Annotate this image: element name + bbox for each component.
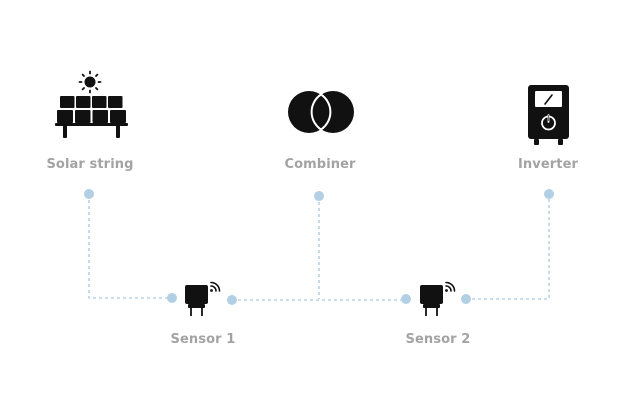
dot-sensor1-left — [167, 293, 177, 303]
solar-string-label: Solar string — [46, 157, 134, 172]
sensor-1-icon — [185, 281, 221, 316]
dot-sensor2-right — [461, 294, 471, 304]
wifi-icon — [210, 281, 221, 292]
wifi-icon — [445, 281, 456, 292]
dot-sensor1-right — [227, 295, 237, 305]
connector-solar-to-sensor1 — [88, 194, 172, 299]
connectors — [88, 194, 550, 301]
combiner-label: Combiner — [284, 157, 356, 172]
dot-inverter — [544, 189, 554, 199]
sensor-1-label: Sensor 1 — [170, 332, 236, 347]
inverter-label: Inverter — [517, 157, 579, 172]
dot-sensor2-left — [401, 294, 411, 304]
dot-combiner — [314, 191, 324, 201]
solar-panel-icon — [55, 70, 128, 138]
sun-icon — [84, 76, 96, 88]
connector-dots — [84, 189, 554, 305]
sun-rays — [78, 70, 102, 94]
inverter-icon — [528, 85, 569, 145]
sensor-2-label: Sensor 2 — [405, 332, 471, 347]
connector-sensor2-to-inverter — [466, 194, 550, 300]
combiner-icon — [288, 91, 354, 133]
dot-solar — [84, 189, 94, 199]
sensor-2-icon — [420, 281, 456, 316]
